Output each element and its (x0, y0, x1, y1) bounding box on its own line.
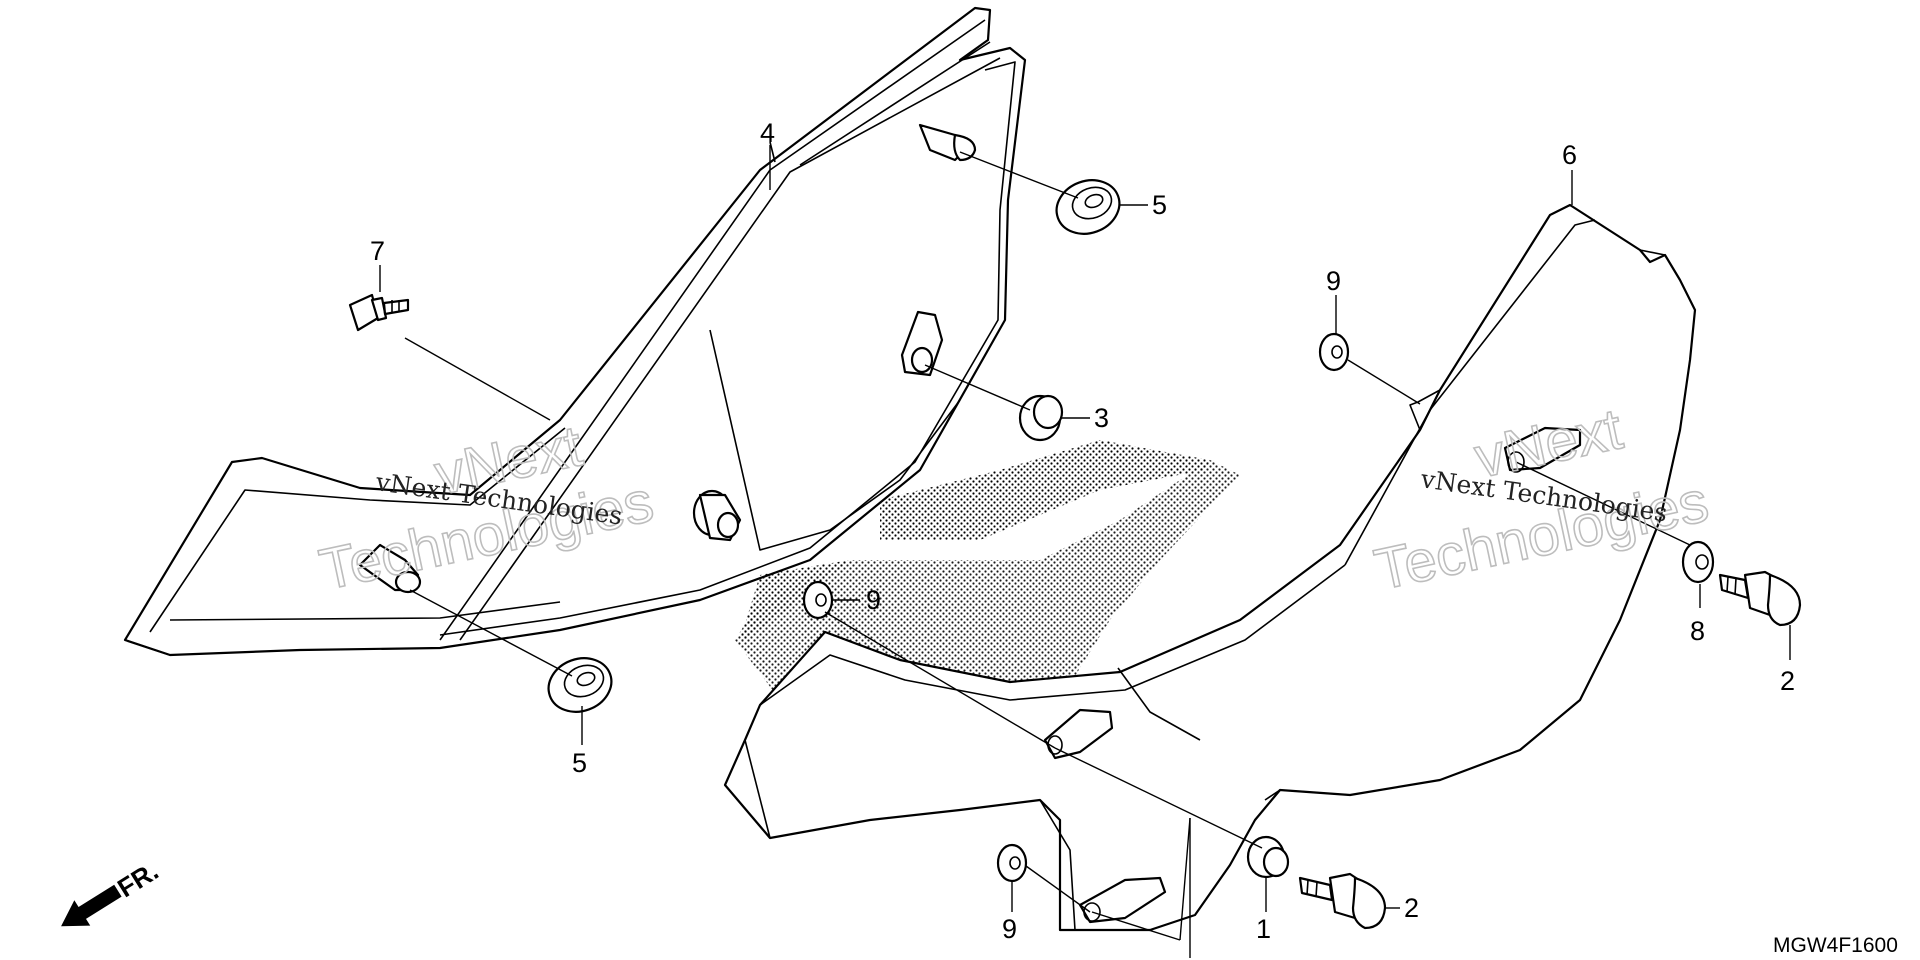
callout-3: 3 (1094, 403, 1109, 433)
fastener-part-2-upper (1718, 570, 1802, 627)
callout-4: 4 (760, 118, 775, 148)
washer-part-9-lower (996, 843, 1028, 883)
callout-1: 1 (1256, 914, 1271, 944)
mounting-slot-lower (1078, 876, 1167, 924)
mounting-slot-middle (1043, 708, 1114, 760)
rubber-part-3 (1018, 394, 1064, 442)
washer-part-8 (1681, 540, 1715, 584)
callout-6: 6 (1562, 140, 1577, 170)
fastener-part-2-lower (1298, 872, 1387, 930)
callout-2-lower: 2 (1404, 893, 1419, 923)
callout-7: 7 (370, 236, 385, 266)
grommet-part-5-lower (547, 657, 613, 713)
leader-lines (379, 145, 1791, 958)
boss-mount-upper (918, 123, 977, 162)
callout-9-lower: 9 (1002, 914, 1017, 944)
front-direction-indicator: FR. (61, 856, 164, 927)
washer-part-9-upper (1318, 332, 1350, 372)
washer-part-9-middle (802, 580, 834, 620)
screw-part-7 (348, 293, 410, 332)
callout-9-upper: 9 (1326, 266, 1341, 296)
right-side-cover (723, 203, 1697, 932)
callout-5-lower: 5 (572, 748, 587, 778)
callout-8: 8 (1690, 616, 1705, 646)
boss-mount-center (692, 489, 742, 542)
collar-part-1 (1246, 835, 1290, 879)
boss-mount-lower-left (358, 543, 422, 594)
mounting-slot-upper (1503, 426, 1582, 473)
callout-9-middle: 9 (866, 585, 881, 615)
grommet-part-5-upper (1055, 179, 1121, 235)
callout-5-upper: 5 (1152, 190, 1167, 220)
left-side-cover (123, 6, 1027, 657)
callout-2-upper: 2 (1780, 666, 1795, 696)
diagram-code: MGW4F1600 (1773, 934, 1898, 957)
